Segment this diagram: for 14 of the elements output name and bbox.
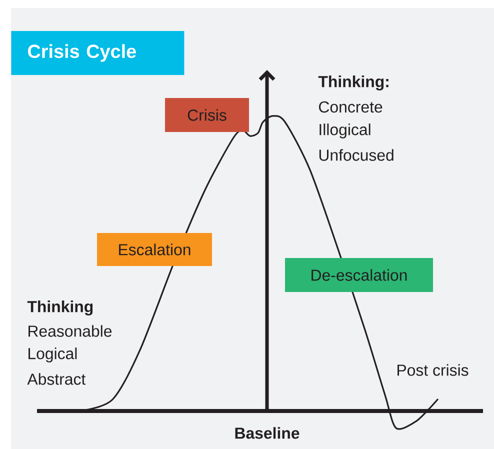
list-item: Illogical (320, 124, 370, 138)
list-item: Reasonable (28, 325, 112, 337)
phase-label: Post crisis (398, 364, 468, 376)
stage-box: De-escalation (285, 258, 433, 292)
list-item: Concrete (319, 101, 382, 113)
list-item: Unfocused (319, 149, 394, 161)
list-item: Logical (28, 348, 77, 362)
title-banner: Crisis Cycle (11, 31, 184, 75)
heading-label: Thinking (27, 300, 93, 316)
stage-box: Crisis (165, 98, 249, 132)
heading-label: Thinking: (318, 76, 388, 90)
list-item: Abstract (27, 373, 86, 385)
axis-label: Baseline (235, 427, 300, 439)
stage-box: Escalation (97, 232, 212, 266)
